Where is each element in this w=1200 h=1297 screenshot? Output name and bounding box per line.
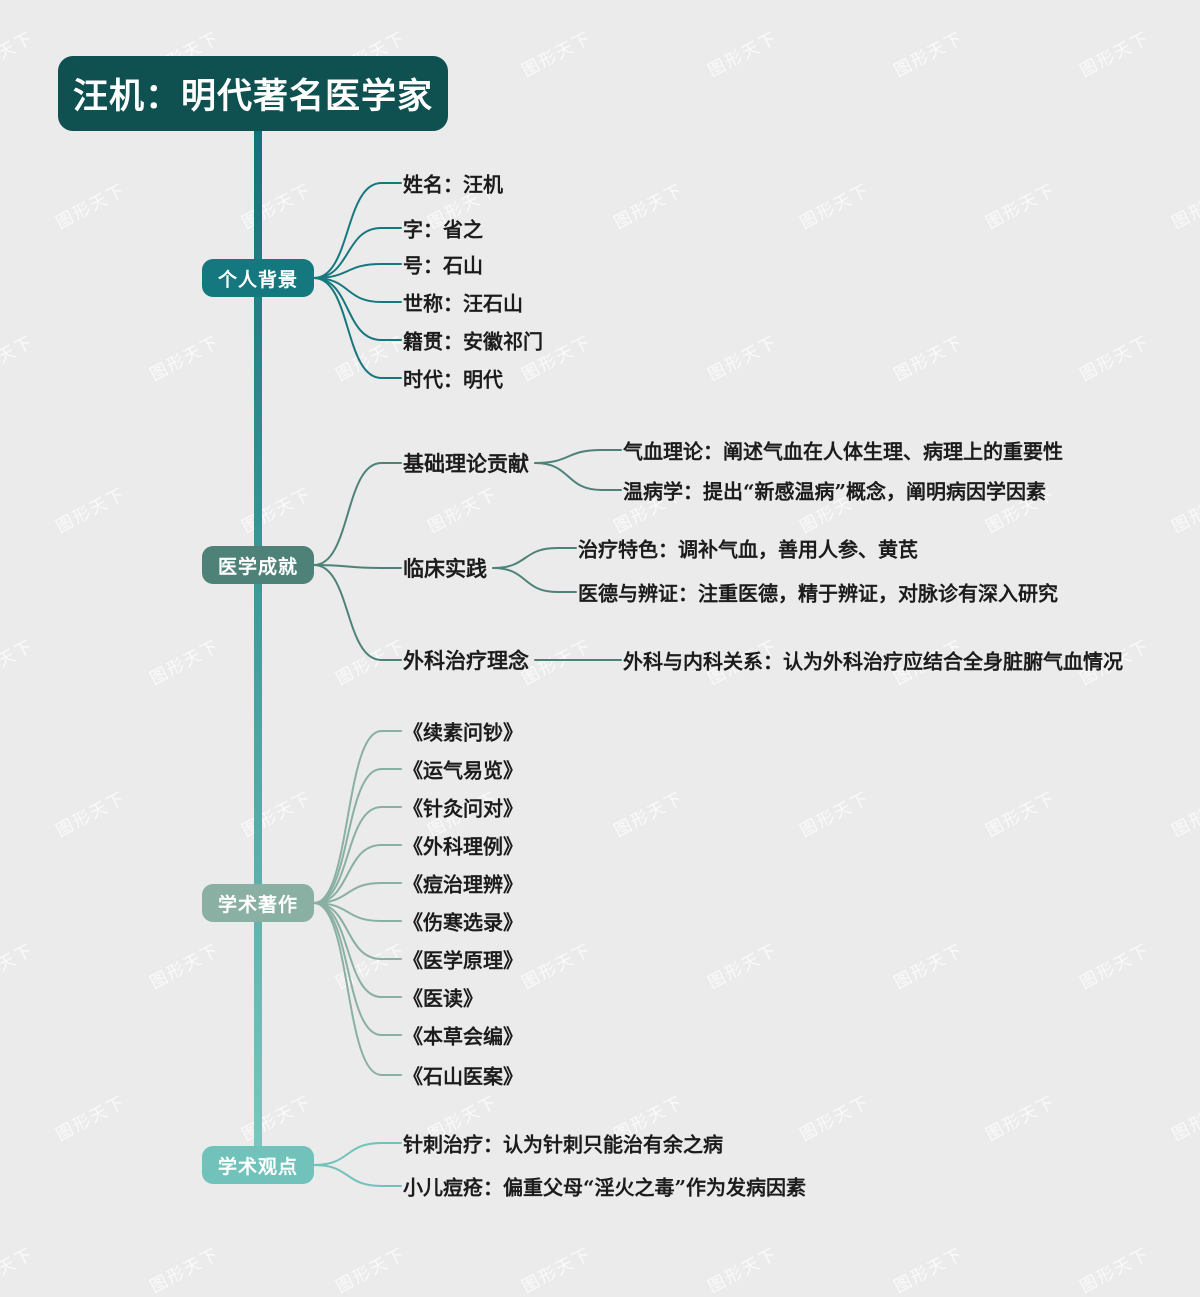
detail-label: 医德与辨证：注重医德，精于辨证，对脉诊有深入研究 — [578, 581, 1058, 606]
connector-path — [313, 730, 402, 904]
connector-path — [492, 567, 577, 593]
connector-path — [313, 564, 402, 569]
sub-branch-label: 外科治疗理念 — [403, 648, 529, 673]
leaf-label: 《伤寒选录》 — [403, 910, 523, 935]
root-node-label: 汪机：明代著名医学家 — [72, 77, 433, 117]
leaf-label: 姓名：汪机 — [403, 172, 503, 197]
leaf-label: 时代：明代 — [403, 367, 503, 392]
mindmap-canvas: 图形天下图形天下图形天下图形天下图形天下图形天下图形天下图形天下图形天下图形天下… — [0, 28, 1200, 1297]
leaf-label: 号：石山 — [403, 253, 483, 278]
trunk-line — [254, 131, 262, 1165]
connector-path — [313, 564, 402, 661]
connector-path — [313, 902, 402, 1076]
branch-node-label: 个人背景 — [217, 268, 298, 291]
connector-path — [313, 182, 402, 279]
leaf-label: 针刺治疗：认为针刺只能治有余之病 — [403, 1132, 723, 1157]
branch-node[interactable]: 学术著作 — [202, 884, 314, 922]
connector-path — [313, 806, 402, 904]
leaf-label: 《医读》 — [403, 986, 483, 1011]
connector-path — [534, 449, 622, 464]
branch-node[interactable]: 个人背景 — [202, 259, 314, 297]
leaf-label: 《运气易览》 — [403, 758, 523, 783]
branch-node-label: 学术观点 — [217, 1155, 298, 1178]
connector-path — [313, 902, 402, 1036]
leaf-label: 世称：汪石山 — [403, 291, 523, 316]
sub-branch-label: 基础理论贡献 — [403, 451, 529, 476]
connector-path — [492, 547, 577, 569]
connector-path — [313, 844, 402, 904]
detail-label: 温病学：提出“新感温病”概念，阐明病因学因素 — [623, 479, 1047, 504]
leaf-label: 小儿痘疮：偏重父母“淫火之毒”作为发病因素 — [403, 1175, 807, 1200]
connector-path — [313, 277, 402, 341]
connector-path — [313, 902, 402, 960]
leaf-label: 《外科理例》 — [403, 834, 523, 859]
branch-node[interactable]: 医学成就 — [202, 546, 314, 584]
connector-lines — [254, 131, 622, 1187]
branch-node-label: 学术著作 — [217, 893, 298, 916]
connector-path — [313, 462, 402, 566]
connector-path — [313, 882, 402, 904]
detail-label: 治疗特色：调补气血，善用人参、黄芪 — [578, 537, 918, 562]
connector-path — [313, 277, 402, 303]
leaf-label: 字：省之 — [403, 217, 483, 242]
leaf-label: 《续素问钞》 — [403, 720, 523, 745]
connector-path — [313, 1142, 402, 1166]
leaf-label: 《针灸问对》 — [403, 796, 523, 821]
connector-path — [534, 462, 622, 491]
connector-path — [313, 768, 402, 904]
detail-label: 气血理论：阐述气血在人体生理、病理上的重要性 — [623, 439, 1063, 464]
sub-branch-label: 临床实践 — [403, 556, 487, 581]
leaf-label: 《石山医案》 — [403, 1064, 523, 1089]
root-node[interactable]: 汪机：明代著名医学家 — [58, 56, 448, 131]
connector-path — [313, 227, 402, 279]
leaf-label: 《痘治理辨》 — [403, 872, 523, 897]
connector-path — [313, 263, 402, 279]
leaf-label: 《本草会编》 — [403, 1024, 523, 1049]
branch-node-label: 医学成就 — [217, 555, 298, 578]
branch-node[interactable]: 学术观点 — [202, 1146, 314, 1184]
connector-path — [313, 277, 402, 379]
leaf-label: 《医学原理》 — [403, 948, 523, 973]
connector-path — [313, 902, 402, 922]
leaf-label: 籍贯：安徽祁门 — [403, 329, 543, 354]
connector-path — [313, 1164, 402, 1187]
detail-label: 外科与内科关系：认为外科治疗应结合全身脏腑气血情况 — [623, 649, 1123, 674]
